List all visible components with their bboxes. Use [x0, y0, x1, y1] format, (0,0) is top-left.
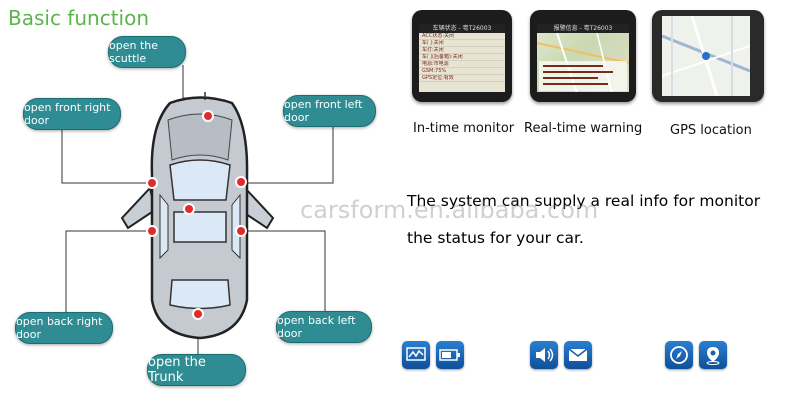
leader-lines	[61, 65, 334, 354]
windshield	[169, 159, 231, 201]
monitor-title-bar: 车辆状态 - 粤T26003	[419, 24, 505, 33]
page-title: Basic function	[8, 6, 150, 30]
monitor-row: 电源:市电源	[419, 61, 505, 68]
sensor-dots	[146, 110, 247, 320]
rear-window	[169, 279, 231, 310]
speaker-icon	[530, 341, 558, 369]
phone-gps	[652, 10, 764, 102]
label-open-front-left-door: open front left door	[283, 95, 376, 127]
sensor-trunk	[192, 308, 204, 320]
sensor-roof	[183, 203, 195, 215]
battery-icon	[436, 341, 464, 369]
caption-real-time-warning: Real-time warning	[524, 121, 643, 136]
label-open-front-right-door: open front right door	[23, 98, 121, 130]
side-window-left	[231, 193, 241, 260]
monitor-row: 车门:关闭	[419, 40, 505, 47]
compass-icon	[665, 341, 693, 369]
line-front-left	[241, 124, 334, 184]
gps-map	[662, 16, 750, 96]
phone-warning-screen: 报警信息 - 粤T26003	[537, 24, 629, 92]
warning-title-bar: 报警信息 - 粤T26003	[537, 24, 629, 33]
sensor-front-right	[146, 177, 158, 189]
monitor-icon	[402, 341, 430, 369]
phone-warning: 报警信息 - 粤T26003	[530, 10, 636, 102]
sensor-back-left	[235, 225, 247, 237]
car-hood	[167, 113, 233, 161]
line-back-left	[241, 230, 326, 313]
front-right-door	[120, 185, 157, 230]
label-open-back-right-door: open back right door	[15, 312, 113, 344]
phone-monitor-screen: 车辆状态 - 粤T26003 ACC状态:关闭 车门:关闭 车灯:关闭 车门(后…	[419, 24, 505, 92]
monitor-row: GPS定位:有效	[419, 75, 505, 82]
watermark: carsform.en.alibaba.com	[300, 196, 599, 224]
phone-monitor: 车辆状态 - 粤T26003 ACC状态:关闭 车门:关闭 车灯:关闭 车门(后…	[412, 10, 512, 102]
caption-in-time-monitor: In-time monitor	[413, 121, 515, 136]
side-window-right	[159, 193, 169, 260]
line-front-right	[61, 128, 152, 184]
label-open-trunk: open the Trunk	[147, 354, 246, 386]
monitor-row: ACC状态:关闭	[419, 33, 505, 40]
sensor-back-right	[146, 225, 158, 237]
monitor-row: 车门(后备箱):关闭	[419, 54, 505, 61]
roof-window	[173, 211, 227, 243]
monitor-row: 车灯:关闭	[419, 47, 505, 54]
warning-map	[537, 32, 629, 92]
description-line-2: the status for your car.	[407, 229, 584, 247]
caption-gps-location: GPS location	[670, 123, 752, 138]
monitor-row: GSM:75%	[419, 68, 505, 75]
phone-gps-screen	[662, 16, 750, 96]
label-open-scuttle: open the scuttle	[108, 36, 186, 68]
car-diagram	[61, 65, 334, 354]
description-line-1: The system can supply a real info for mo…	[407, 192, 761, 210]
sensor-front-left	[235, 176, 247, 188]
line-back-right	[65, 230, 152, 316]
mail-icon	[564, 341, 592, 369]
location-pin-icon	[699, 341, 727, 369]
sensor-scuttle	[202, 110, 214, 122]
warning-map-roads	[537, 32, 629, 92]
label-open-back-left-door: open back left door	[276, 311, 372, 343]
